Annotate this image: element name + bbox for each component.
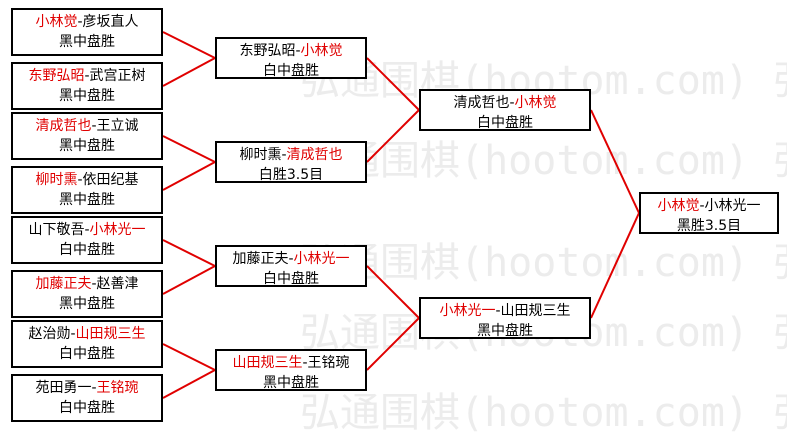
player-a: 清成哲也 — [35, 118, 92, 134]
connector-line — [162, 369, 216, 399]
connector-line — [366, 317, 420, 371]
match-result: 白中盘胜 — [477, 115, 533, 131]
round2-match: 东野弘昭-小林觉 白中盘胜 — [215, 37, 367, 79]
semifinal-match: 小林光一-山田规三生 黑中盘胜 — [419, 297, 591, 339]
match-result: 白中盘胜 — [59, 400, 115, 416]
player-a: 东野弘昭 — [28, 68, 85, 84]
round2-match: 柳时熏-清成哲也 白胜3.5目 — [215, 141, 367, 183]
match-result: 黑中盘胜 — [59, 34, 115, 50]
player-a: 东野弘昭 — [239, 43, 296, 59]
round1-match: 加藤正夫-赵善津 黑中盘胜 — [11, 270, 163, 318]
connector-line — [366, 57, 420, 111]
player-a: 苑田勇一 — [35, 380, 92, 396]
match-result: 白中盘胜 — [263, 271, 319, 287]
match-result: 白胜3.5目 — [258, 167, 324, 183]
player-a: 柳时熏 — [239, 147, 282, 163]
round1-match: 赵治勋-山田规三生 白中盘胜 — [11, 320, 163, 368]
player-a: 山下敬吾 — [28, 222, 85, 238]
player-a: 山田规三生 — [232, 355, 303, 371]
connector-line — [366, 265, 420, 319]
connector-line — [590, 212, 640, 319]
player-b: 小林光一 — [704, 198, 761, 214]
connector-line — [590, 109, 640, 214]
match-result: 黑中盘胜 — [477, 323, 533, 339]
player-b: 依田纪基 — [82, 172, 139, 188]
round1-match: 清成哲也-王立诚 黑中盘胜 — [11, 112, 163, 160]
match-result: 黑中盘胜 — [59, 138, 115, 154]
player-b: 王铭琬 — [96, 380, 139, 396]
player-b: 小林光一 — [293, 251, 350, 267]
round1-match: 东野弘昭-武宫正树 黑中盘胜 — [11, 62, 163, 110]
player-a: 加藤正夫 — [35, 276, 92, 292]
match-result: 白中盘胜 — [59, 346, 115, 362]
match-result: 黑中盘胜 — [263, 375, 319, 391]
player-b: 王铭琬 — [307, 355, 350, 371]
player-b: 山田规三生 — [75, 326, 146, 342]
final-match: 小林觉-小林光一 黑胜3.5目 — [639, 192, 779, 234]
player-a: 小林光一 — [439, 303, 496, 319]
match-result: 黑胜3.5目 — [676, 218, 742, 234]
round2-match: 山田规三生-王铭琬 黑中盘胜 — [215, 349, 367, 391]
bracket-connectors — [162, 31, 640, 399]
connector-line — [162, 265, 216, 295]
player-b: 清成哲也 — [286, 147, 343, 163]
round1-match: 小林觉-彦坂直人 黑中盘胜 — [11, 8, 163, 56]
match-result: 黑中盘胜 — [59, 296, 115, 312]
semifinal-match: 清成哲也-小林觉 白中盘胜 — [419, 89, 591, 131]
match-result: 白中盘胜 — [59, 242, 115, 258]
connector-line — [162, 135, 216, 163]
connector-line — [162, 239, 216, 267]
connector-line — [162, 343, 216, 371]
connector-line — [162, 161, 216, 191]
connector-line — [366, 109, 420, 163]
round1-match: 山下敬吾-小林光一 白中盘胜 — [11, 216, 163, 264]
player-a: 柳时熏 — [35, 172, 78, 188]
player-a: 赵治勋 — [28, 326, 71, 342]
player-b: 小林光一 — [89, 222, 146, 238]
player-a: 小林觉 — [657, 198, 700, 214]
round1-match: 柳时熏-依田纪基 黑中盘胜 — [11, 166, 163, 214]
round1-match: 苑田勇一-王铭琬 白中盘胜 — [11, 374, 163, 422]
player-a: 加藤正夫 — [232, 251, 289, 267]
player-b: 王立诚 — [96, 118, 139, 134]
player-a: 清成哲也 — [453, 95, 510, 111]
match-result: 黑中盘胜 — [59, 192, 115, 208]
player-b: 山田规三生 — [500, 303, 571, 319]
round2-match: 加藤正夫-小林光一 白中盘胜 — [215, 245, 367, 287]
match-result: 黑中盘胜 — [59, 88, 115, 104]
player-b: 小林觉 — [300, 43, 343, 59]
player-b: 武宫正树 — [89, 68, 146, 84]
match-result: 白中盘胜 — [263, 63, 319, 79]
player-b: 赵善津 — [96, 276, 139, 292]
connector-line — [162, 57, 216, 87]
connector-line — [162, 31, 216, 59]
player-b: 彦坂直人 — [82, 14, 139, 30]
player-b: 小林觉 — [514, 95, 557, 111]
player-a: 小林觉 — [35, 14, 78, 30]
